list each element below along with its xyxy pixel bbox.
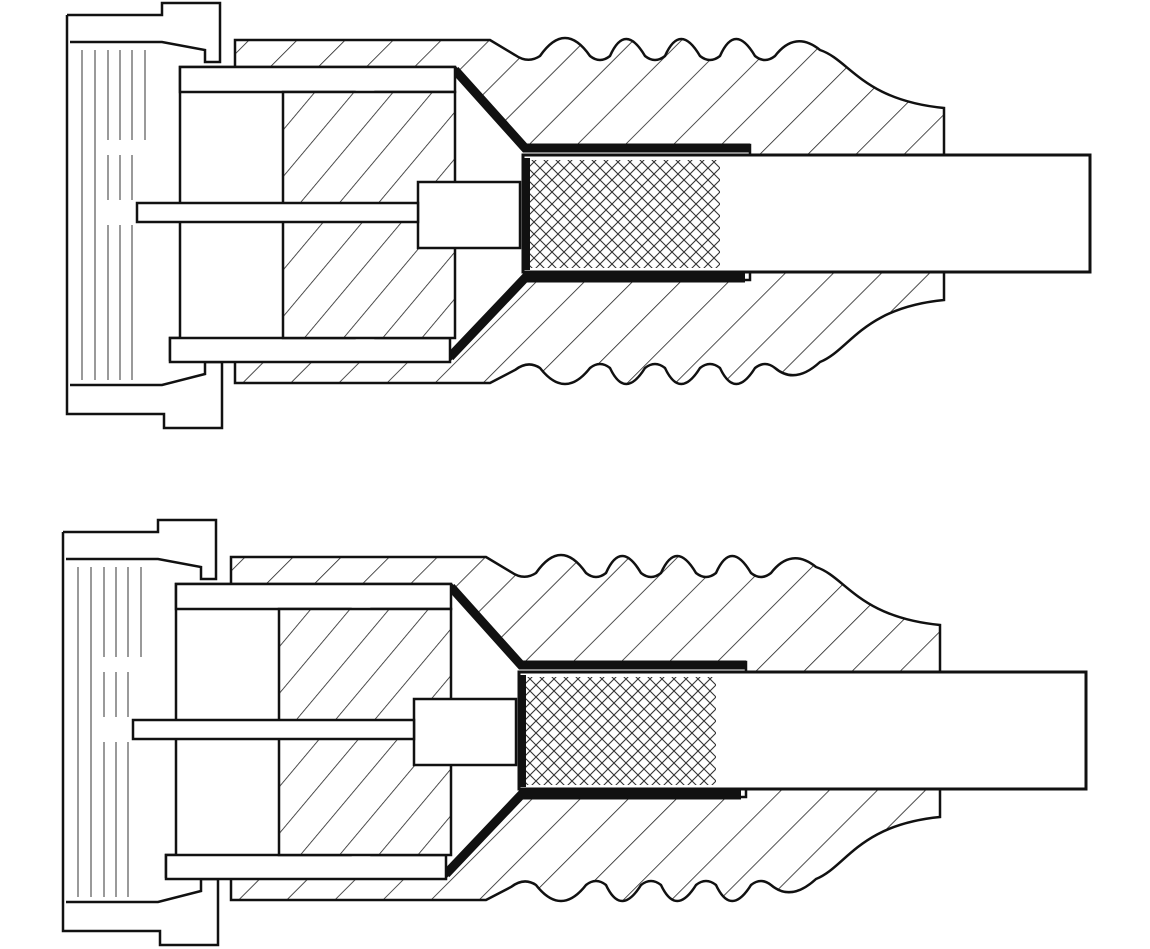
connector-bottom [63,520,1086,945]
connector-top [67,3,1090,428]
